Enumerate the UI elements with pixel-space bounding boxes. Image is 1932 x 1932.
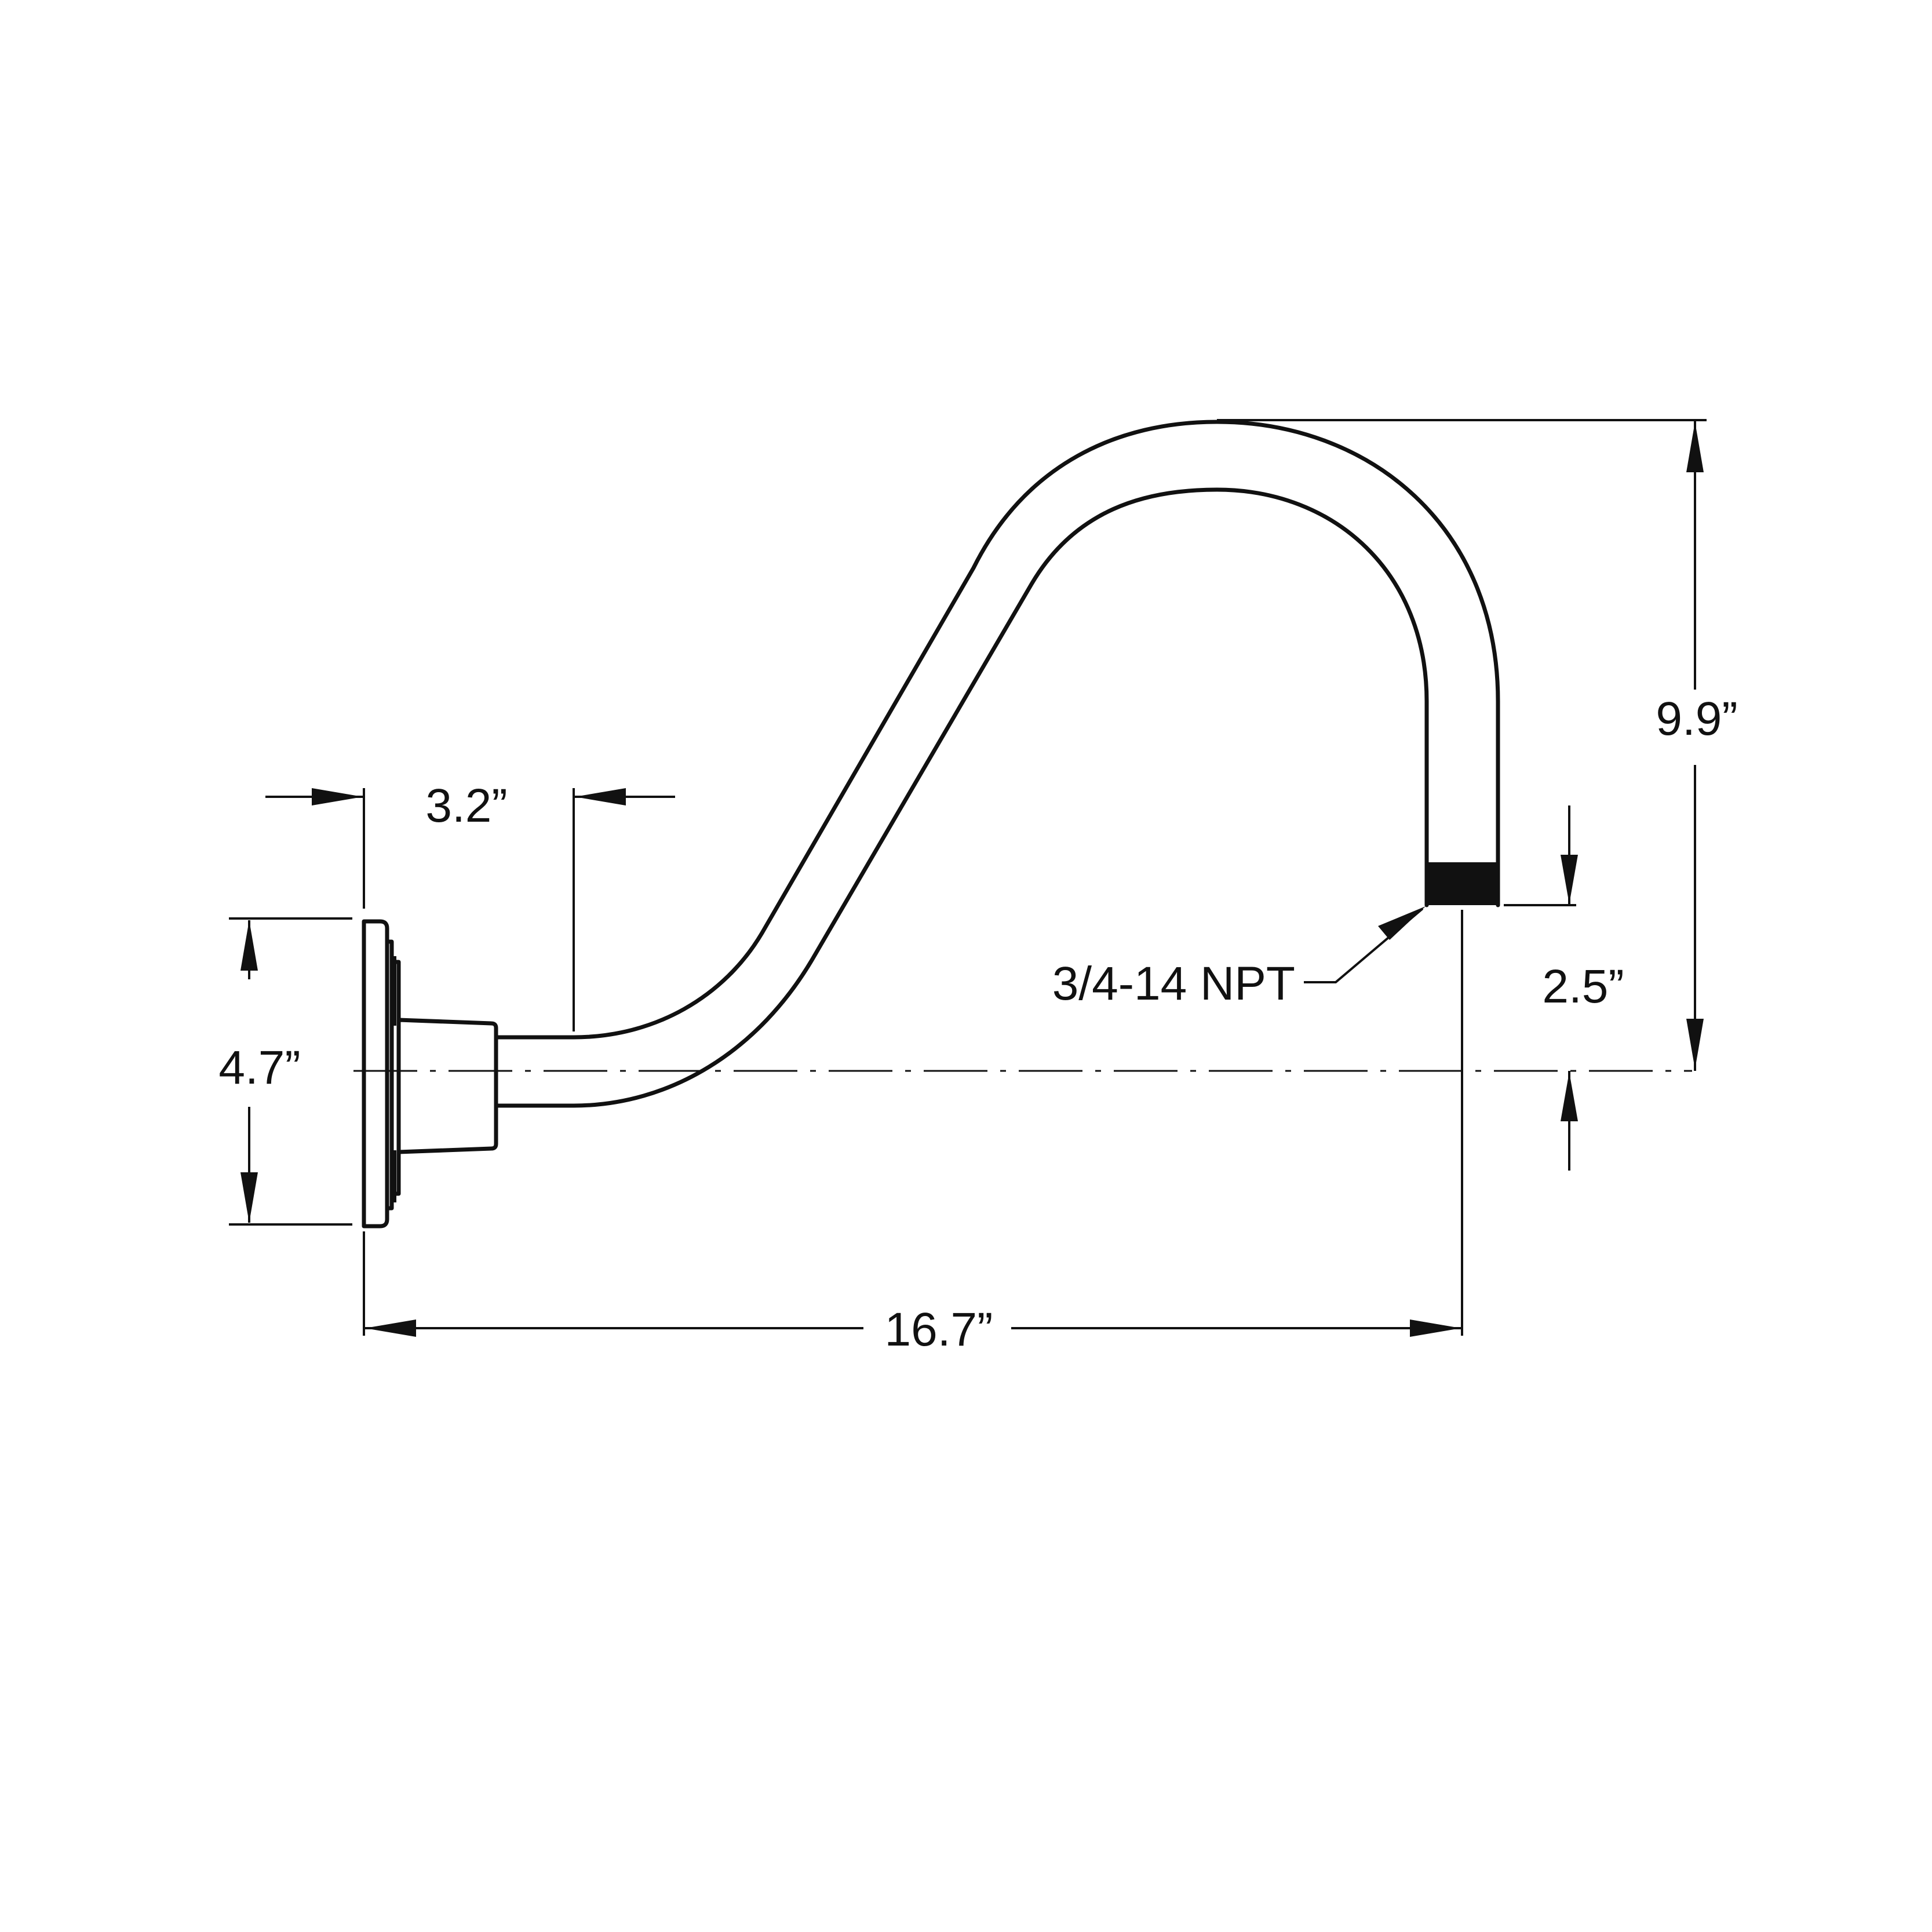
drop-label: 2.5” <box>1542 960 1624 1013</box>
height-overall-label: 9.9” <box>1656 692 1737 745</box>
wall-offset-label: 3.2” <box>425 779 507 832</box>
dimension-drop: 2.5” <box>1504 805 1624 1171</box>
projection-label: 16.7” <box>885 1303 993 1356</box>
thread-callout: 3/4-14 NPT <box>1052 906 1426 1010</box>
mounting-hub <box>396 1018 498 1154</box>
dimension-wall-offset: 3.2” <box>265 779 675 1031</box>
gooseneck-arm <box>494 420 1500 1108</box>
plate-height-label: 4.7” <box>218 1041 300 1094</box>
dimension-height-overall: 9.9” <box>1217 419 1738 1071</box>
thread-callout-label: 3/4-14 NPT <box>1052 957 1295 1010</box>
threaded-tip <box>1427 862 1498 905</box>
dimension-plate-height: 4.7” <box>218 917 352 1226</box>
wall-plate <box>362 919 401 1229</box>
dimension-projection: 16.7” <box>363 910 1463 1356</box>
